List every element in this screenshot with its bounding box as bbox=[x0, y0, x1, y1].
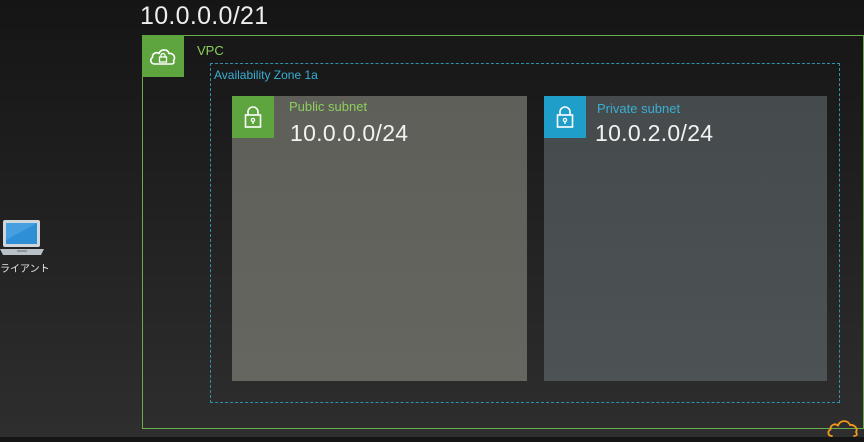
public-subnet-name: Public subnet bbox=[289, 99, 368, 114]
lock-icon bbox=[544, 96, 586, 138]
private-subnet-cidr: 10.0.2.0/24 bbox=[595, 120, 714, 146]
vpc-label: VPC bbox=[197, 43, 224, 58]
availability-zone-label: Availability Zone 1a bbox=[214, 68, 318, 82]
public-subnet-box bbox=[232, 96, 527, 381]
public-subnet-cidr: 10.0.0.0/24 bbox=[290, 120, 409, 146]
lock-icon bbox=[232, 96, 274, 138]
client-label: ライアント bbox=[0, 264, 50, 275]
aws-logo-icon bbox=[826, 418, 864, 437]
private-subnet-box bbox=[544, 96, 827, 381]
laptop-icon bbox=[0, 218, 46, 258]
vpc-cidr: 10.0.0.0/21 bbox=[140, 2, 269, 30]
private-subnet-name: Private subnet bbox=[597, 101, 681, 116]
cloud-lock-icon bbox=[142, 35, 184, 77]
availability-zone-container bbox=[210, 63, 840, 403]
